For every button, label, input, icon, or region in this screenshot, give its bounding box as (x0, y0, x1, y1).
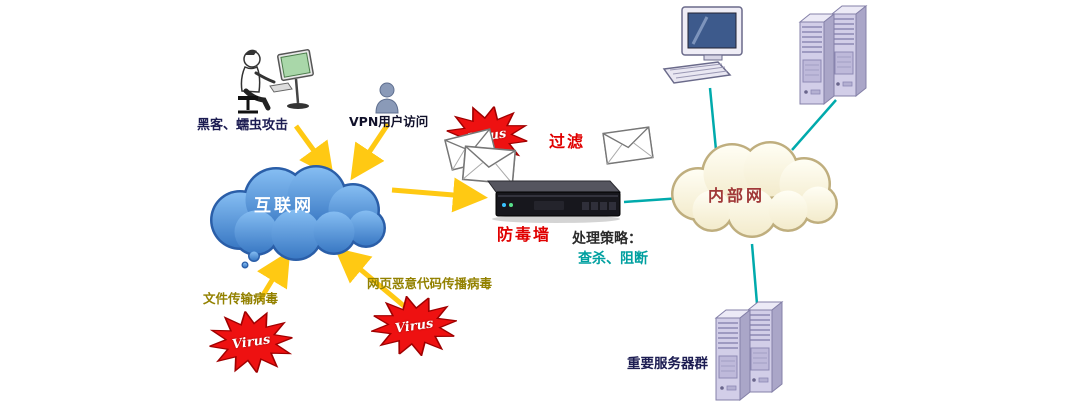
vpn-user-label: VPN用户访问 (349, 114, 429, 129)
web-malicious-code-virus-label: 网页恶意代码传播病毒 (367, 276, 493, 291)
important-server-group-icon (712, 298, 790, 406)
filtered-envelope-icon (602, 126, 654, 165)
desktop-computer-icon (662, 5, 754, 87)
filter-label: 过滤 (549, 132, 586, 151)
intranet-cloud: 内部网 (662, 134, 840, 244)
firewall-label: 防毒墙 (497, 225, 552, 244)
server-tower-pair-icon (796, 2, 874, 110)
strategy-actions-label: 查杀、阻断 (578, 251, 648, 267)
virus-burst-bottom-middle: Virus (371, 296, 457, 356)
cloud-shape (671, 141, 838, 238)
internet-cloud: 互联网 (198, 158, 398, 270)
hacker-figure-icon (224, 46, 320, 120)
cloud-shape (210, 165, 386, 269)
link-intranet-to-servers-bottom (750, 243, 759, 305)
hacker-monitor-icon (277, 49, 314, 82)
hacker-attack-label: 黑客、蠕虫攻击 (197, 118, 289, 133)
arrow-internet-to-firewall (391, 177, 488, 213)
virus-burst-bottom-left: Virus (209, 311, 293, 373)
server-group-label: 重要服务器群 (627, 356, 708, 372)
internet-cloud-label: 互联网 (254, 196, 314, 216)
intranet-cloud-label: 内部网 (708, 186, 766, 205)
strategy-title-label: 处理策略： (572, 231, 642, 247)
file-transfer-virus-label: 文件传输病毒 (203, 291, 279, 306)
antivirus-gateway-device (486, 176, 624, 224)
vpn-user-icon (374, 82, 400, 114)
